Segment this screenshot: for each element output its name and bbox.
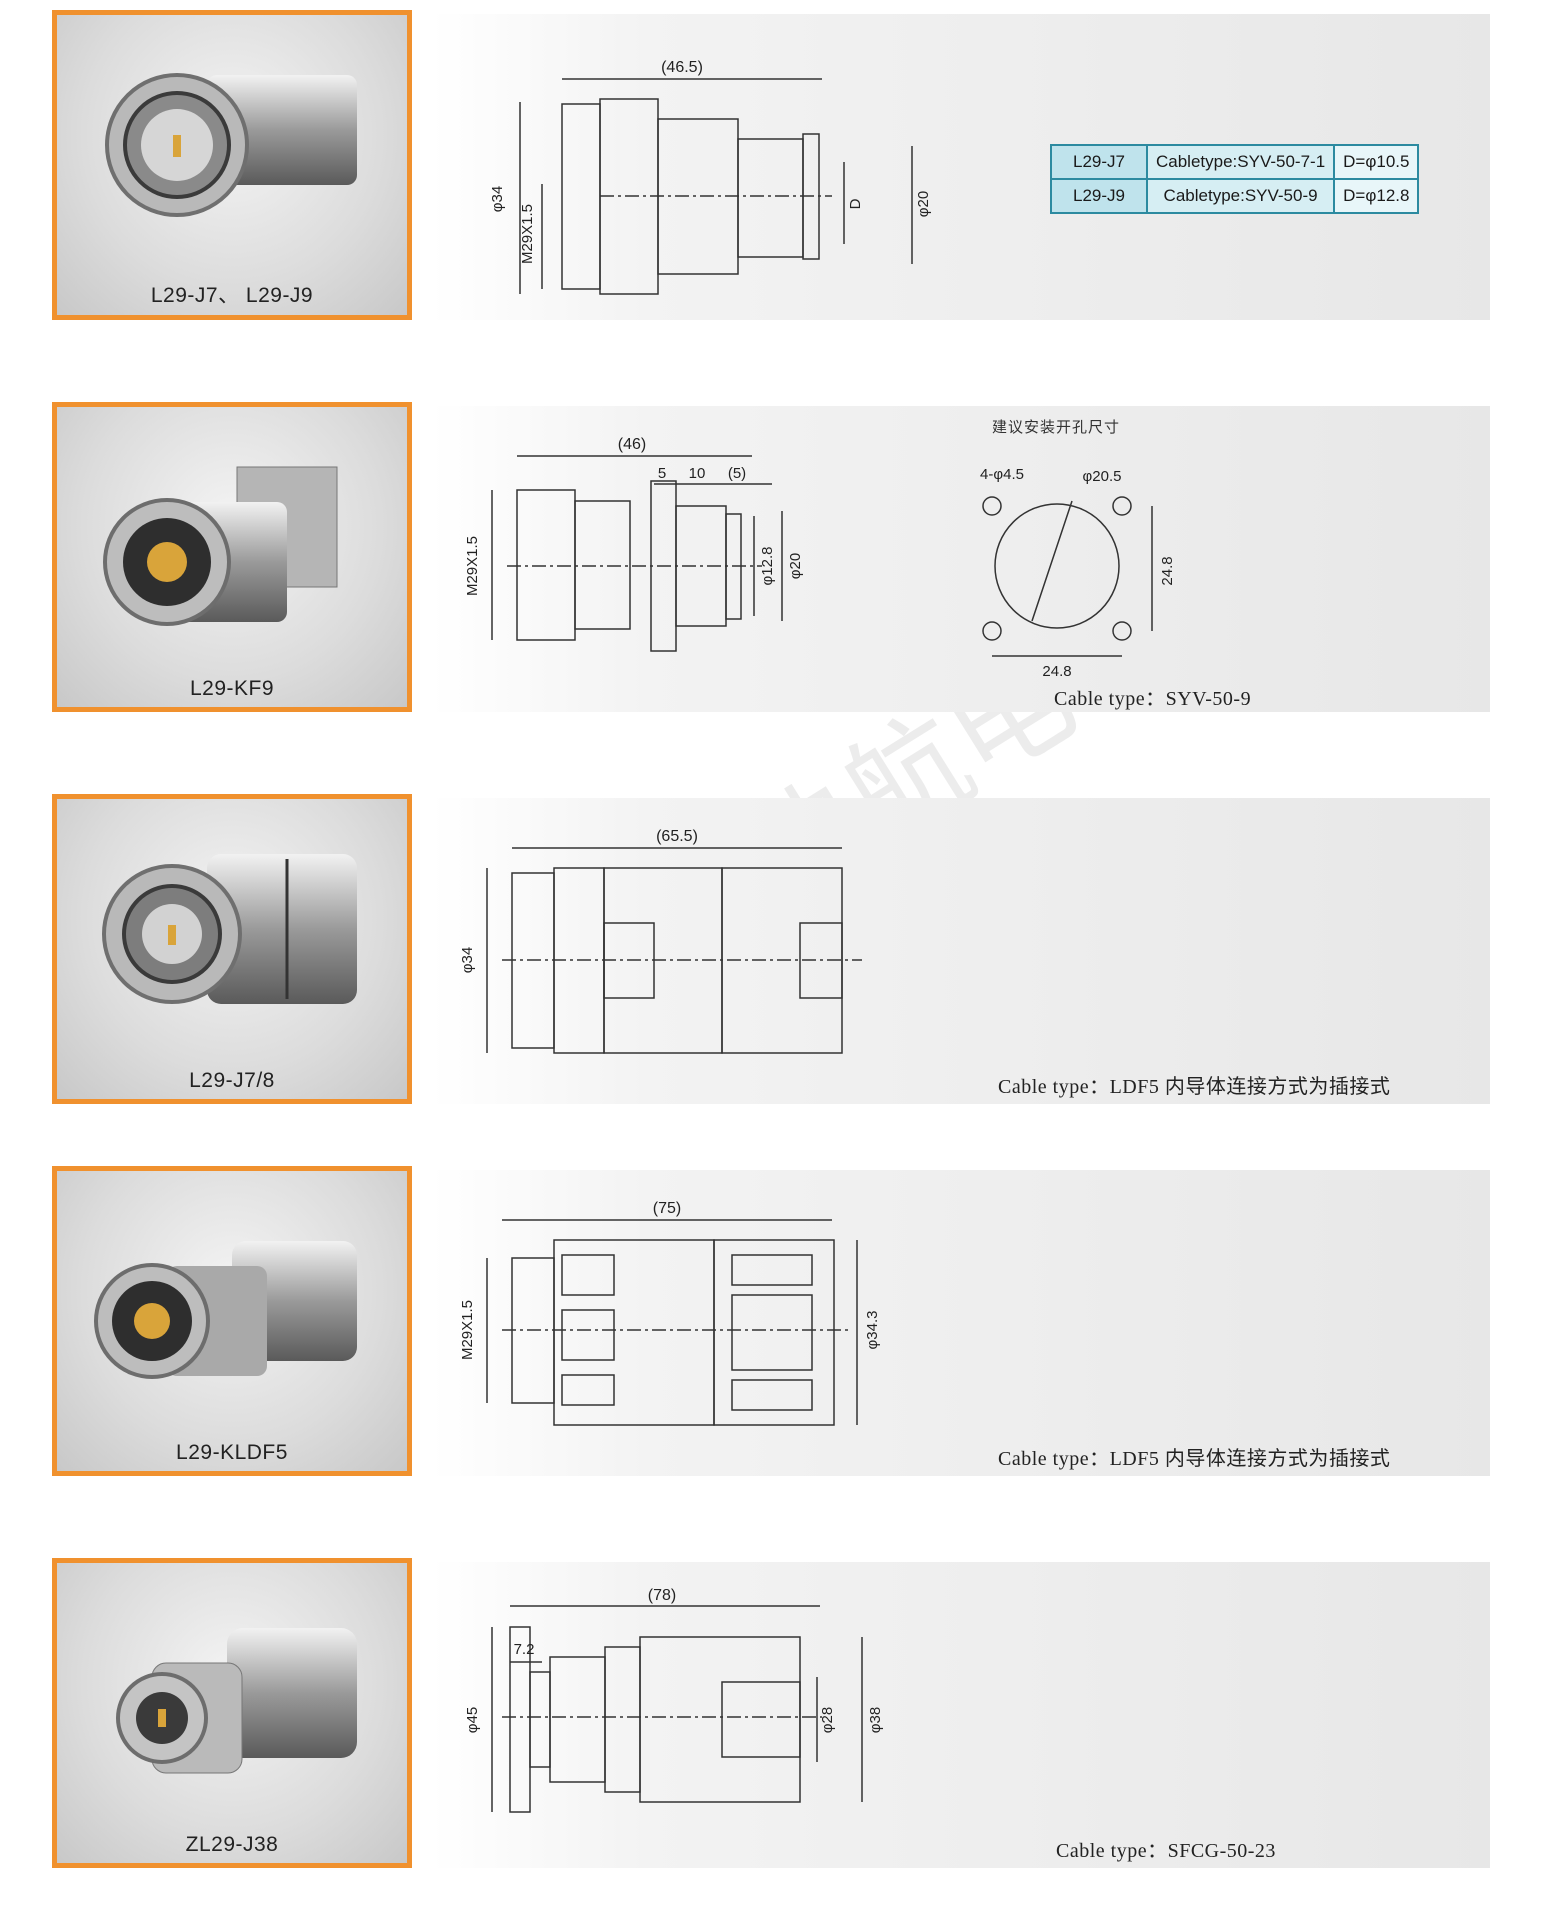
table-cell-model: L29-J9: [1050, 178, 1148, 214]
drawing-panel-2: (46) 5 10 (5) M29X1.5 φ12.8 φ20 4-φ4.5 φ…: [432, 406, 1490, 712]
dim-dia1: φ34: [489, 186, 506, 212]
dim-length: (65.5): [656, 828, 698, 845]
product-photo-5: ZL29-J38: [52, 1558, 412, 1868]
cable-type: Cable type：LDF5 内导体连接方式为插接式: [998, 1448, 1391, 1470]
table-cell-cable: Cabletype:SYV-50-7-1: [1145, 144, 1336, 180]
cable-type: Cable type：SFCG-50-23: [1056, 1840, 1276, 1862]
table-cell-d: D=φ10.5: [1333, 144, 1420, 180]
technical-drawing-4: (75) M29X1.5 φ34.3: [459, 1200, 881, 1426]
model-label: L29-J7/8: [189, 1069, 275, 1092]
dim-dia1: φ12.8: [759, 547, 776, 586]
product-photo-1: L29-J7、 L29-J9: [52, 10, 412, 320]
table-cell-cable: Cabletype:SYV-50-9: [1145, 178, 1336, 214]
product-row-1: L29-J7、 L29-J9 (46.5) φ34 M29X1.5 D φ20: [0, 10, 1545, 330]
dim-thread: M29X1.5: [464, 536, 481, 596]
dim-d: D: [847, 198, 864, 209]
hole-center: φ20.5: [1083, 468, 1122, 485]
dim-length: (78): [648, 1587, 676, 1604]
dim-dia1: φ34.3: [864, 1311, 881, 1350]
cable-type: Cable type：LDF5 内导体连接方式为插接式: [998, 1076, 1391, 1098]
connector-photo-icon: [102, 854, 357, 1004]
dim-dia1: φ34: [459, 947, 476, 973]
connector-photo-icon: [105, 73, 357, 217]
dim-5: 5: [658, 465, 666, 482]
technical-drawing-2: (46) 5 10 (5) M29X1.5 φ12.8 φ20 4-φ4.5 φ…: [464, 436, 1176, 680]
dim-flange: 7.2: [514, 1641, 535, 1658]
product-row-3: L29-J7/8 (65.5) φ34 Cable type：LDF5 内导体连…: [0, 794, 1545, 1114]
model-label: L29-J7、 L29-J9: [150, 284, 314, 307]
dim-dia2: φ20: [787, 553, 804, 579]
product-photo-3: L29-J7/8: [52, 794, 412, 1104]
spec-table: L29-J7 Cabletype:SYV-50-7-1 D=φ10.5 L29-…: [1050, 144, 1420, 214]
drawing-panel-4: (75) M29X1.5 φ34.3 Cable type：LDF5 内导体连接…: [432, 1170, 1490, 1476]
dim-length: (46): [618, 436, 646, 453]
table-cell-model: L29-J7: [1050, 144, 1148, 180]
model-label: ZL29-J38: [185, 1833, 279, 1856]
product-photo-2: L29-KF9: [52, 402, 412, 712]
technical-drawing-3: (65.5) φ34: [459, 828, 862, 1054]
connector-photo-icon: [116, 1628, 357, 1774]
hole-height: 24.8: [1159, 556, 1176, 585]
dim-length: (75): [653, 1200, 681, 1217]
dim-length: (46.5): [661, 59, 703, 76]
table-row: L29-J9 Cabletype:SYV-50-9 D=φ12.8: [1050, 178, 1420, 214]
product-row-5: ZL29-J38 (78) 7.2 φ45 φ28 φ38: [0, 1558, 1545, 1878]
technical-drawing-5: (78) 7.2 φ45 φ28 φ38: [464, 1587, 884, 1813]
drawing-panel-3: (65.5) φ34 Cable type：LDF5 内导体连接方式为插接式: [432, 798, 1490, 1104]
connector-photo-icon: [103, 466, 338, 626]
dim-dia3: φ38: [867, 1707, 884, 1733]
dim-dia2: φ28: [819, 1707, 836, 1733]
table-cell-d: D=φ12.8: [1333, 178, 1420, 214]
product-row-2: L29-KF9: [0, 402, 1545, 722]
connector-photo-icon: [94, 1241, 357, 1379]
dim-dia1: φ45: [464, 1707, 481, 1733]
dim-thread: M29X1.5: [459, 1300, 476, 1360]
cable-type: Cable type：SYV-50-9: [1054, 688, 1252, 710]
dim-5b: (5): [728, 465, 746, 482]
dim-thread: M29X1.5: [519, 204, 536, 264]
dim-dia2: φ20: [915, 191, 932, 217]
hole-width: 24.8: [1042, 663, 1071, 680]
dim-10: 10: [689, 465, 706, 482]
drawing-panel-5: (78) 7.2 φ45 φ28 φ38 Cable type：SFCG-50-…: [432, 1562, 1490, 1868]
technical-drawing-1: (46.5) φ34 M29X1.5 D φ20: [489, 59, 932, 295]
product-photo-4: L29-KLDF5: [52, 1166, 412, 1476]
product-row-4: L29-KLDF5 (75) M29X1.5 φ34.3 Ca: [0, 1166, 1545, 1486]
model-label: L29-KLDF5: [176, 1441, 288, 1464]
drawing-panel-1: (46.5) φ34 M29X1.5 D φ20 L29-J7 Cabletyp…: [432, 14, 1490, 320]
hole-count: 4-φ4.5: [980, 466, 1024, 483]
model-label: L29-KF9: [189, 677, 275, 700]
hole-title: 建议安装开孔尺寸: [992, 419, 1121, 436]
table-row: L29-J7 Cabletype:SYV-50-7-1 D=φ10.5: [1050, 144, 1420, 180]
